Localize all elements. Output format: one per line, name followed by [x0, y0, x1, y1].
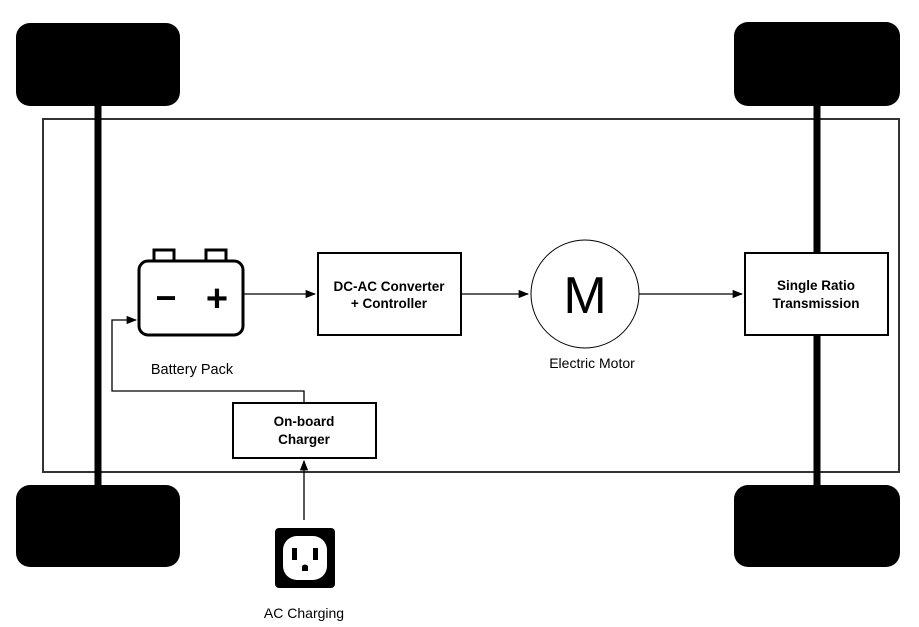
transmission-label-line1: Single Ratio — [777, 278, 855, 293]
motor-label: Electric Motor — [549, 355, 635, 371]
power-outlet-icon — [275, 528, 335, 588]
battery-label: Battery Pack — [151, 362, 234, 378]
wheel-front-left — [16, 23, 180, 106]
motor-symbol: M — [563, 267, 606, 325]
wheel-rear-left — [734, 22, 900, 106]
charger-label-line2: Charger — [278, 432, 331, 447]
battery-minus-symbol: − — [155, 277, 176, 318]
charger-label-line1: On-board — [274, 414, 335, 429]
transmission-label-line2: Transmission — [772, 296, 859, 311]
charger-box — [232, 402, 377, 459]
wheel-rear-right — [734, 485, 900, 567]
transmission-box — [744, 252, 889, 336]
battery-plus-symbol: + — [206, 278, 228, 320]
converter-box — [317, 252, 462, 336]
arrow-charger-to-battery — [111, 315, 305, 403]
converter-label-line2: + Controller — [351, 296, 428, 311]
chassis-frame — [42, 118, 900, 473]
converter-label-line1: DC-AC Converter — [333, 279, 445, 294]
battery-icon: − + — [137, 248, 245, 337]
ac-charging-label: AC Charging — [264, 605, 344, 621]
wheel-front-right — [16, 485, 180, 567]
